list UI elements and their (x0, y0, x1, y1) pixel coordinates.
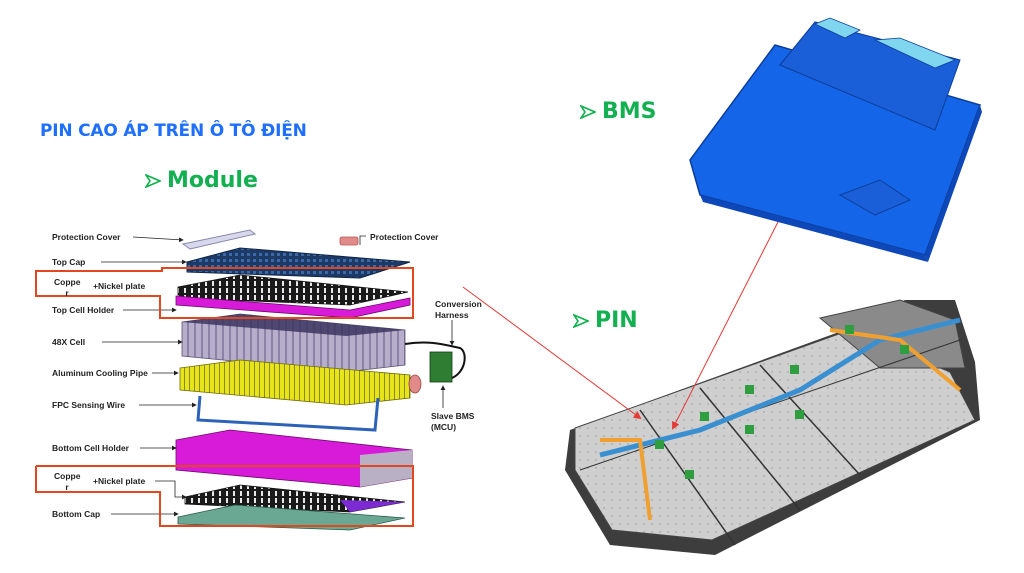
label-nickel-plate-top: +Nickel plate (93, 281, 146, 291)
part-bottom-cap (177, 504, 406, 531)
heading-pin: PIN (573, 308, 638, 333)
label-copper-bottom: Coppe r (54, 471, 81, 492)
heading-bms: BMS (580, 99, 657, 124)
bms-unit-image (689, 17, 982, 262)
bms-connector-right (873, 37, 957, 69)
label-conversion-harness: Conversion Harness (435, 299, 482, 320)
part-fpc-sensing-wire (196, 395, 380, 432)
label-nickel-plate-bottom: +Nickel plate (93, 476, 146, 486)
part-slave-bms (429, 351, 453, 383)
label-protection-cover-right: Protection Cover (370, 232, 439, 242)
part-protection-cover-small (339, 236, 359, 246)
label-copper-top: Coppe r (54, 277, 81, 298)
label-top-cap: Top Cap (52, 257, 86, 267)
part-protection-cover (181, 229, 257, 250)
part-top-cell-holder (175, 295, 411, 319)
heading-bms-text: BMS (602, 99, 657, 124)
part-top-cap (186, 247, 411, 279)
highlight-box-top (35, 267, 414, 319)
heading-module: Module (145, 168, 258, 193)
module-exploded-view (35, 229, 466, 531)
highlight-box-bottom (35, 465, 414, 527)
heading-pin-text: PIN (595, 308, 638, 333)
label-top-cell-holder: Top Cell Holder (52, 305, 115, 315)
label-bottom-cell-holder: Bottom Cell Holder (52, 443, 129, 453)
battery-pack-image (565, 299, 980, 555)
pointer-bms-to-pack (672, 221, 779, 430)
label-bottom-cap: Bottom Cap (52, 509, 101, 519)
part-aluminum-cooling-pipe (179, 359, 411, 406)
part-conversion-harness (404, 341, 466, 379)
arrow-bullet-icon (573, 313, 589, 328)
pointer-module-to-pack (462, 286, 642, 420)
slide-title: PIN CAO ÁP TRÊN Ô TÔ ĐIỆN (40, 121, 307, 141)
bms-connector-left (813, 17, 861, 39)
label-slave-bms: Slave BMS (MCU) (431, 411, 475, 432)
label-protection-cover: Protection Cover (52, 232, 121, 242)
heading-module-text: Module (167, 168, 258, 193)
arrow-bullet-icon (580, 104, 596, 119)
pack-cooling-harness (599, 317, 961, 458)
label-fpc-sensing-wire: FPC Sensing Wire (52, 400, 126, 410)
arrow-bullet-icon (145, 173, 161, 188)
label-48x-cell: 48X Cell (52, 337, 86, 347)
label-aluminum-cooling-pipe: Aluminum Cooling Pipe (52, 368, 148, 378)
